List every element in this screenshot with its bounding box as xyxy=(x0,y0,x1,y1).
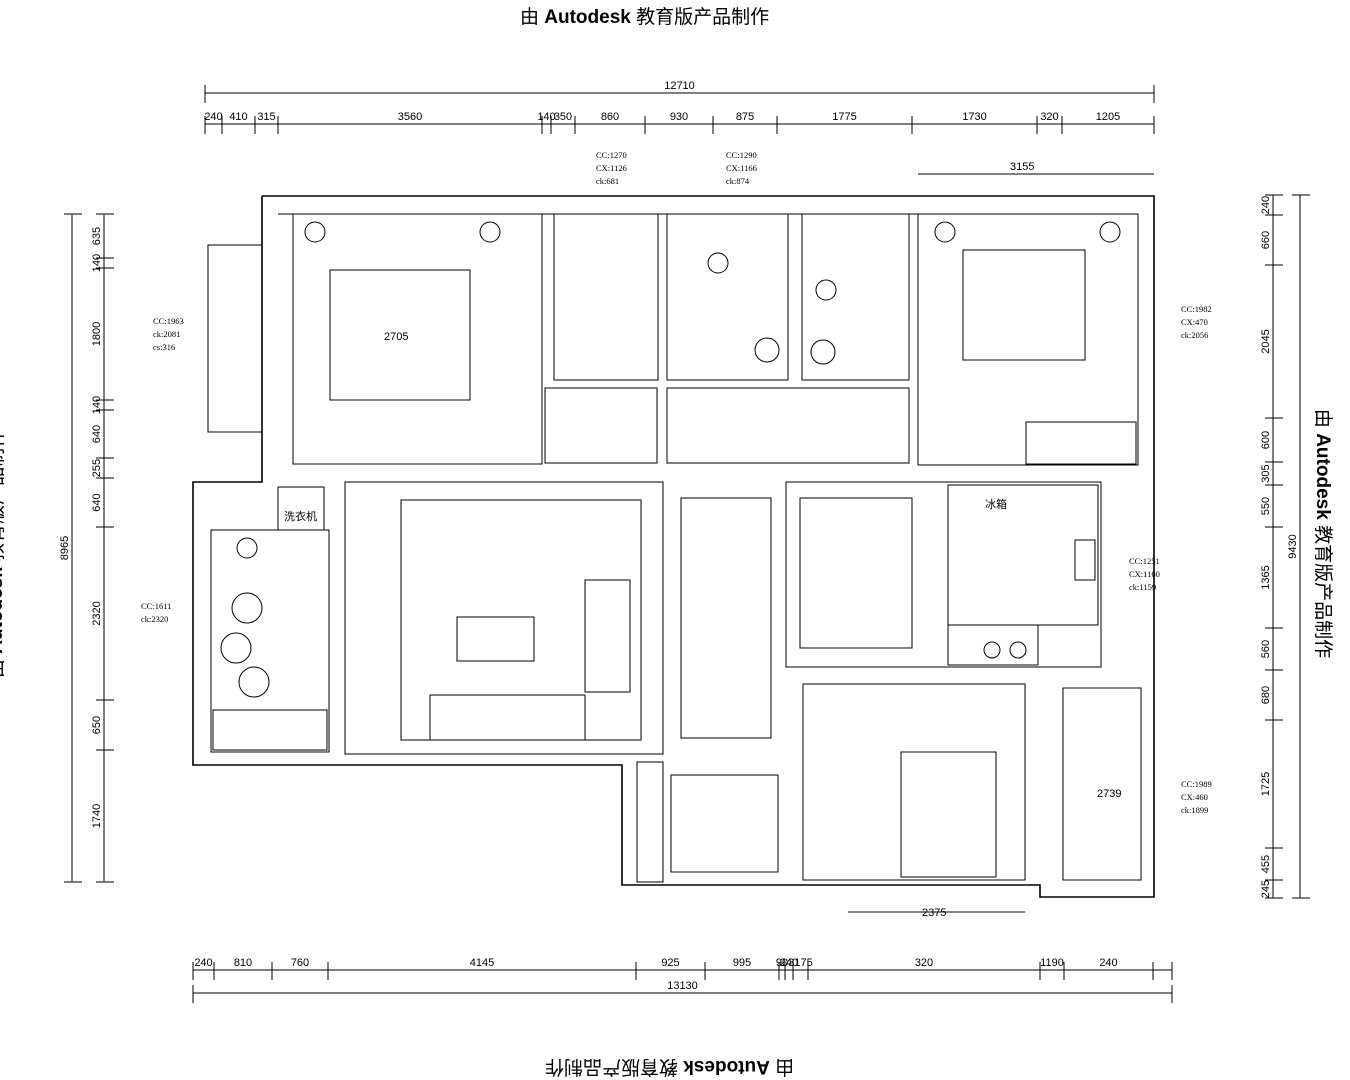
dimension-label: 1190 xyxy=(1040,957,1064,969)
window-note: CX:470 xyxy=(1181,317,1208,327)
dimension-label: 875 xyxy=(736,111,754,123)
dimension-label: 635 xyxy=(91,227,103,245)
dimension-label: 1205 xyxy=(1096,111,1120,123)
dimension-label: 4145 xyxy=(470,957,494,969)
window-note: ck:2081 xyxy=(153,329,180,339)
dimension-label: 1740 xyxy=(91,804,103,828)
dimension-label: 320 xyxy=(1040,111,1058,123)
dimension-label: 1365 xyxy=(1260,565,1272,589)
dimension-label: 660 xyxy=(1260,231,1272,249)
dimension-label: 410 xyxy=(229,111,247,123)
window-note: CC:1989 xyxy=(1181,779,1212,789)
room-dimension: 2705 xyxy=(384,331,408,343)
window-note: CC:1963 xyxy=(153,316,184,326)
window-note: ck:874 xyxy=(726,176,750,186)
fridge-label: 冰箱 xyxy=(985,497,1007,511)
window-note: CC:1611 xyxy=(141,601,171,611)
dimension-label: 650 xyxy=(91,716,103,734)
window-note: CX:1126 xyxy=(596,163,627,173)
dimension-label: 2320 xyxy=(91,601,103,625)
room-dimension: 2739 xyxy=(1097,788,1121,800)
dimension-label: 140 xyxy=(91,254,103,272)
dimension-label: 140 xyxy=(91,396,103,414)
dimension-label: 1775 xyxy=(832,111,856,123)
dimension-label: 8965 xyxy=(59,536,71,560)
dimension-label: 930 xyxy=(670,111,688,123)
dimension-label: 550 xyxy=(1260,497,1272,515)
dimension-label: 240 xyxy=(1099,957,1117,969)
walls xyxy=(192,173,1155,913)
dimension-label: 1725 xyxy=(1260,772,1272,796)
dimension-label: 90 xyxy=(776,957,788,969)
dimension-label: 315 xyxy=(257,111,275,123)
window-note: ck:681 xyxy=(596,176,619,186)
window-note: CC:1290 xyxy=(726,150,757,160)
dimension-label: 13130 xyxy=(667,980,698,992)
dimension-label: 3560 xyxy=(398,111,422,123)
dimension-label: 925 xyxy=(661,957,679,969)
dimension-label: 3175 xyxy=(788,957,812,969)
dimension-label: 245 xyxy=(1260,880,1272,898)
window-note: CX:1160 xyxy=(1129,569,1160,579)
window-note: ck:1159 xyxy=(1129,582,1156,592)
dimension-label: 320 xyxy=(915,957,933,969)
window-note: CC:1270 xyxy=(596,150,627,160)
dimension-label: 305 xyxy=(1260,464,1272,482)
dimension-label: 140 xyxy=(537,111,555,123)
window-note: ck:2320 xyxy=(141,614,168,624)
watermark-top: 由 Autodesk 教育版产品制作 xyxy=(520,7,770,28)
dimension-label: 1730 xyxy=(962,111,986,123)
dimension-label: 640 xyxy=(91,493,103,511)
dimension-label: 600 xyxy=(1260,431,1272,449)
dimension-label: 1800 xyxy=(91,322,103,346)
window-note: ck:1899 xyxy=(1181,805,1208,815)
window-note: ck:2056 xyxy=(1181,330,1208,340)
window-note: CX:1166 xyxy=(726,163,757,173)
dimension-label: 680 xyxy=(1260,686,1272,704)
dimension-label: 240 xyxy=(194,957,212,969)
dimension-label: 9430 xyxy=(1287,534,1299,558)
dimension-label: 810 xyxy=(234,957,252,969)
dimension-label: 240 xyxy=(780,957,798,969)
dimension-label: 240 xyxy=(204,111,222,123)
dimension-label: 2045 xyxy=(1260,329,1272,353)
window-note: CX:460 xyxy=(1181,792,1208,802)
window-note: CC:1251 xyxy=(1129,556,1160,566)
dimension-label: 995 xyxy=(733,957,751,969)
dimension-label: 2375 xyxy=(922,907,946,919)
dimension-label: 12710 xyxy=(664,80,695,92)
dimension-label: 350 xyxy=(554,111,572,123)
dimension-label: 3155 xyxy=(1010,161,1034,173)
dimension-label: 560 xyxy=(1260,640,1272,658)
dimension-label: 760 xyxy=(291,957,309,969)
dimension-label: 640 xyxy=(91,425,103,443)
washer-label: 洗衣机 xyxy=(284,509,317,523)
window-note: CC:1982 xyxy=(1181,304,1212,314)
dimension-label: 860 xyxy=(601,111,619,123)
window-note: cs:316 xyxy=(153,342,175,352)
dimension-label: 240 xyxy=(1260,196,1272,214)
dimension-label: 455 xyxy=(1260,855,1272,873)
dimension-label: 255 xyxy=(91,459,103,477)
